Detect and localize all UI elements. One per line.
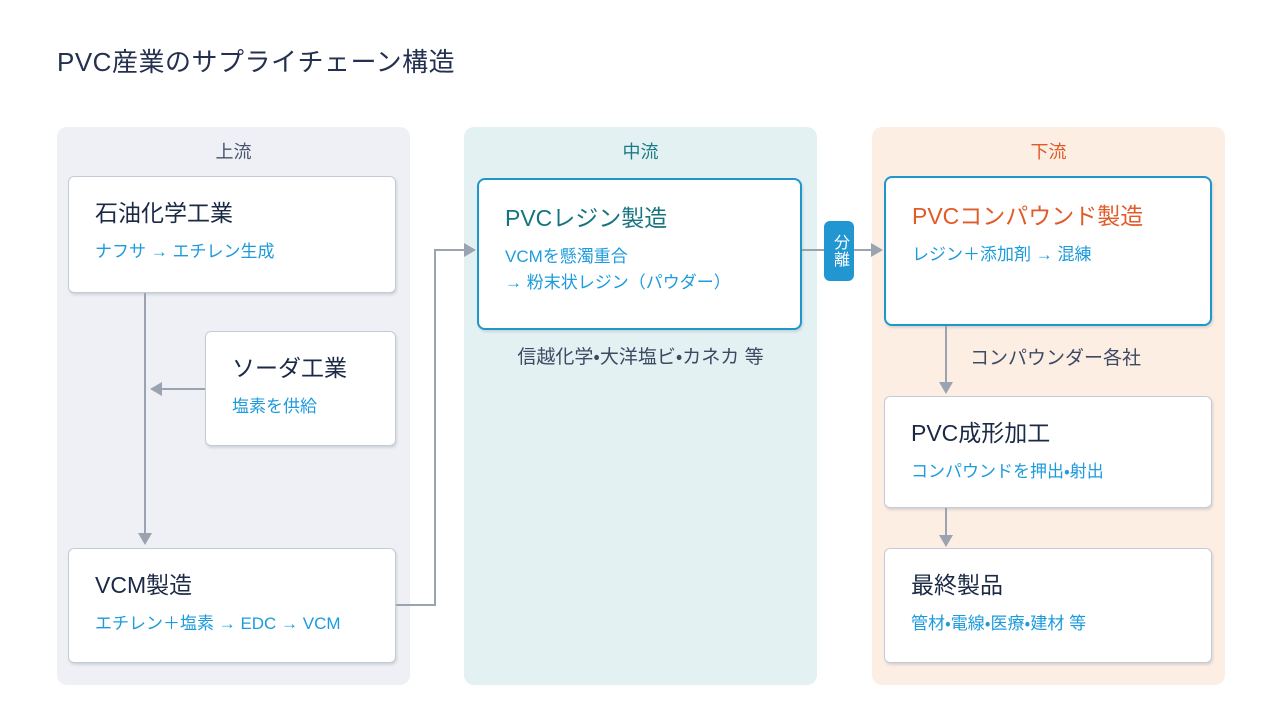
- soda-title: ソーダ工業: [232, 355, 347, 381]
- vcm-subtitle: エチレン＋塩素 → EDC → VCM: [95, 613, 341, 633]
- node-petrochemical: 石油化学工業 ナフサ → エチレン生成: [68, 176, 396, 293]
- final-title: 最終製品: [911, 572, 1003, 598]
- arrowhead-left-soda-icon: [150, 382, 162, 396]
- node-pvc-compound: PVCコンパウンド製造 レジン＋添加剤 → 混練: [884, 176, 1212, 326]
- upstream-label: 上流: [215, 142, 252, 162]
- compounders-caption: コンパウンダー各社: [970, 348, 1142, 369]
- resin-title: PVCレジン製造: [505, 205, 668, 231]
- resin-subtitle-line2: → 粉末状レジン（パウダー）: [505, 273, 731, 293]
- arrowhead-right-resin-icon: [464, 243, 476, 257]
- arrowhead-down-molding-icon: [939, 382, 953, 394]
- resin-makers-caption: 信越化学・大洋塩ビ・カネカ 等: [517, 347, 764, 368]
- vcm-title: VCM製造: [95, 572, 193, 598]
- midstream-label: 中流: [622, 142, 659, 162]
- final-subtitle: 管材・電線・医療・建材 等: [911, 613, 1087, 633]
- connector-petrochem-to-vcm: [144, 293, 146, 533]
- soda-subtitle: 塩素を供給: [232, 396, 317, 416]
- resin-subtitle-line1: VCMを懸濁重合: [505, 246, 628, 266]
- connector-vcm-elbow-top: [434, 249, 464, 251]
- node-soda-industry: ソーダ工業 塩素を供給: [205, 331, 396, 446]
- arrowhead-right-compound-icon: [871, 243, 883, 257]
- molding-subtitle: コンパウンドを押出・射出: [911, 461, 1104, 481]
- compound-title: PVCコンパウンド製造: [912, 203, 1144, 229]
- separation-badge: 分離: [824, 221, 854, 281]
- resin-subtitle: VCMを懸濁重合 → 粉末状レジン（パウダー）: [505, 244, 784, 297]
- node-vcm-manufacturing: VCM製造 エチレン＋塩素 → EDC → VCM: [68, 548, 396, 663]
- node-final-products: 最終製品 管材・電線・医療・建材 等: [884, 548, 1212, 663]
- node-pvc-molding: PVC成形加工 コンパウンドを押出・射出: [884, 396, 1212, 508]
- arrowhead-down-final-icon: [939, 535, 953, 547]
- arrowhead-down-vcm-icon: [138, 533, 152, 545]
- downstream-label: 下流: [1030, 142, 1067, 162]
- compound-subtitle: レジン＋添加剤 → 混練: [912, 244, 1092, 264]
- connector-compound-to-molding: [945, 326, 947, 382]
- connector-molding-to-final: [945, 508, 947, 535]
- connector-soda-to-line: [161, 388, 205, 390]
- molding-title: PVC成形加工: [911, 420, 1051, 446]
- connector-vcm-elbow-bottom: [396, 604, 435, 606]
- connector-vcm-elbow-vertical: [434, 249, 436, 606]
- petrochemical-subtitle: ナフサ → エチレン生成: [95, 241, 275, 261]
- petrochemical-title: 石油化学工業: [95, 200, 233, 226]
- page-title: PVC産業のサプライチェーン構造: [57, 47, 456, 77]
- node-pvc-resin: PVCレジン製造 VCMを懸濁重合 → 粉末状レジン（パウダー）: [477, 178, 802, 330]
